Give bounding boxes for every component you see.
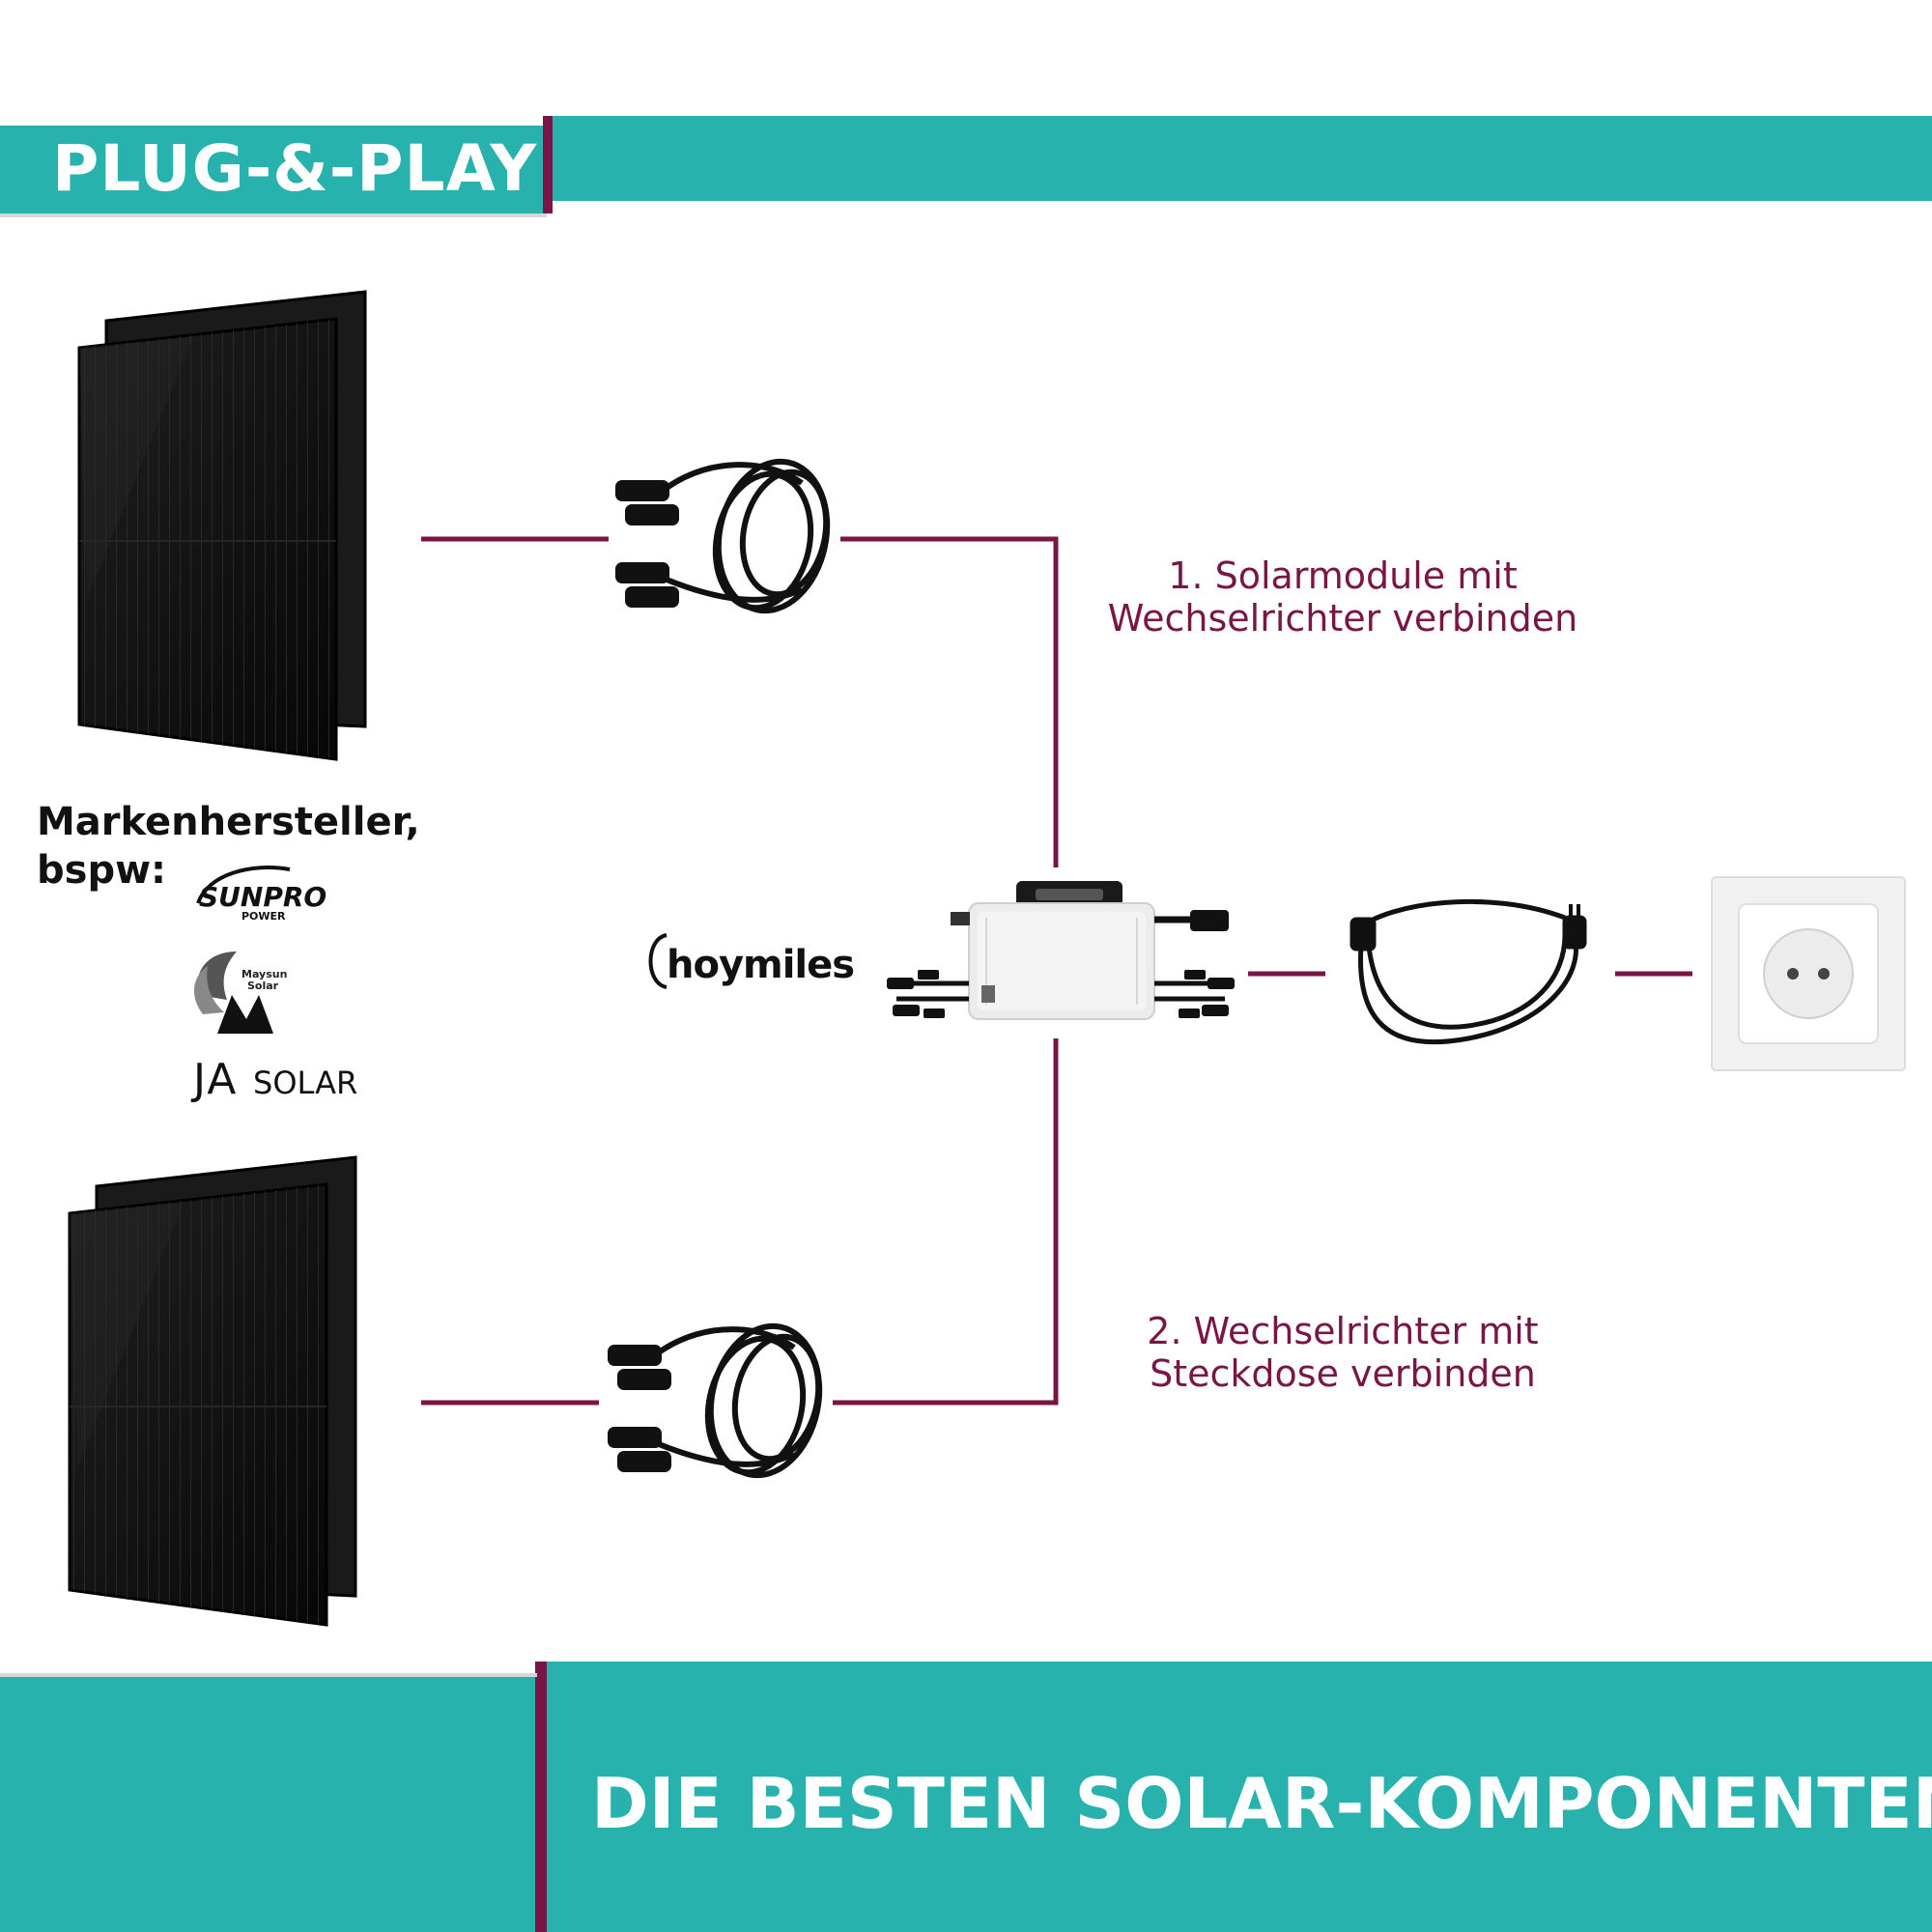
footer-band-right	[541, 1662, 1932, 1932]
header-band-left	[0, 126, 547, 213]
step-1-line-1: 1. Solarmodule mit	[1168, 554, 1518, 597]
page-title: PLUG-&-PLAY	[52, 131, 538, 206]
dc-cable-bottom	[608, 1322, 823, 1479]
wall-socket-icon	[1711, 876, 1906, 1071]
hoymiles-text: hoymiles	[667, 943, 854, 987]
solar-panel-pair-bottom	[68, 1155, 357, 1627]
step-2-line-2: Steckdose verbinden	[1150, 1352, 1536, 1395]
footer-shadow	[0, 1673, 537, 1677]
footer-band-divider	[535, 1662, 547, 1932]
step-1-label: 1. Solarmodule mit Wechselrichter verbin…	[1063, 554, 1623, 639]
header-band-divider	[543, 116, 553, 213]
sunpro-text: SUNPRO	[199, 881, 327, 913]
footer-title: DIE BESTEN SOLAR-KOMPONENTEN	[591, 1763, 1932, 1844]
brands-label: Markenhersteller, bspw:	[37, 798, 420, 895]
solar-panel-pair-top	[77, 290, 367, 761]
ja-solar-logo: JA SOLAR	[190, 1055, 357, 1104]
brands-label-line-1: Markenhersteller,	[37, 800, 420, 844]
sunpro-logo: SUNPRO POWER	[196, 866, 327, 923]
ac-cable	[1350, 898, 1587, 1045]
header-shadow	[0, 213, 547, 217]
step-2-label: 2. Wechselrichter mit Steckdose verbinde…	[1063, 1310, 1623, 1395]
connection-lines	[421, 536, 1692, 1406]
maysun-text-2: Solar	[247, 980, 279, 992]
step-2-line-1: 2. Wechselrichter mit	[1147, 1310, 1539, 1352]
ja-text: JA	[190, 1055, 238, 1104]
maysun-solar-logo: Maysun Solar	[193, 952, 287, 1034]
step-1-line-2: Wechselrichter verbinden	[1107, 597, 1578, 639]
footer-band-left	[0, 1677, 541, 1932]
sunpro-subtext: POWER	[242, 910, 286, 923]
micro-inverter	[887, 881, 1235, 1020]
maysun-text-1: Maysun	[242, 968, 287, 980]
brands-label-line-2: bspw:	[37, 848, 167, 893]
header-band-right	[547, 116, 1932, 201]
dc-cable-top	[615, 458, 831, 614]
hoymiles-logo: hoymiles	[648, 933, 855, 989]
ja-solar-text: SOLAR	[253, 1065, 357, 1101]
